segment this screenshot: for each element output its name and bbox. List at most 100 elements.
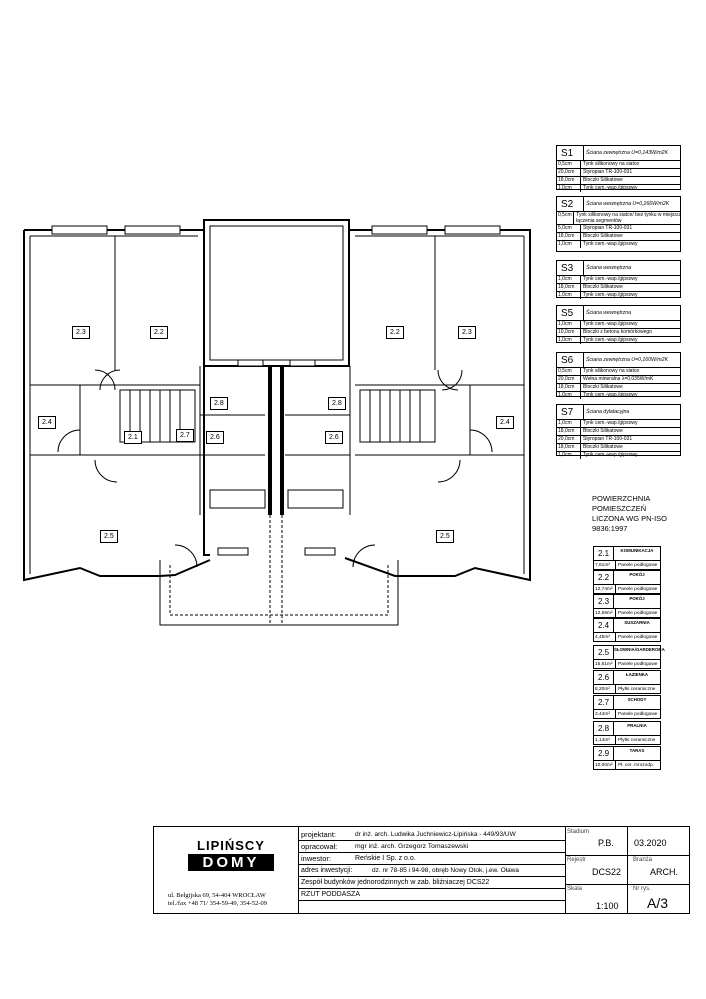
layer-material: Tynk cem.-wap./gipsowy: [583, 452, 638, 458]
room-area: 10,00m²: [594, 761, 616, 770]
wall-name: Ściana zewnętrzna U=0,160W/m2K: [583, 353, 680, 367]
projektant-label: projektant:: [301, 830, 337, 839]
company-address: ul. Bełgijska 69, 54-404 WROCŁAW tel./fa…: [168, 892, 267, 908]
layer-thickness: 20,0cm: [557, 376, 581, 383]
layer-thickness: 20,0cm: [557, 436, 581, 443]
room-area: 3,44m²: [594, 710, 616, 719]
layer-thickness: 1,0cm: [557, 337, 581, 344]
layer-thickness: 0,5cm: [557, 212, 575, 224]
room-num: 2.7: [594, 696, 614, 710]
room-num: 2.6: [594, 671, 614, 685]
layer-thickness: 18,0cm: [557, 284, 581, 291]
logo-line2: DOMY: [188, 854, 274, 871]
layer-material: Bloczki Silikatowe: [583, 384, 623, 390]
wall-name: Ściana dylatacyjna: [583, 405, 680, 419]
room-floor: Panele podłogowe: [618, 611, 658, 616]
layer-thickness: 18,0cm: [557, 233, 581, 240]
opracowal-label: opracował:: [301, 842, 338, 851]
room-name: SŁOWNIA/GARDEROBA: [614, 646, 665, 660]
room-area: 1,14m²: [594, 736, 616, 745]
wall-name: Ściana wewnętrzna: [583, 306, 680, 320]
room-name: TARAS: [614, 747, 660, 761]
address-line: tel./fax +48 71/ 354-59-49, 354-52-09: [168, 900, 267, 907]
room-name: POKÓJ: [614, 595, 660, 609]
room-name: KOMUNIKACJA: [614, 547, 660, 561]
layer-material: Tynk cem.-wap./gipsowy: [583, 321, 638, 327]
plan-room-label: 2.4: [496, 416, 514, 429]
nrrys-label: Nr rys.: [633, 886, 651, 892]
room-floor: Panele podłogowe: [618, 635, 658, 640]
room-num: 2.5: [594, 646, 614, 660]
room-floor: Płytki ceramiczne: [618, 738, 656, 743]
layer-material: Bloczki Silikatowe: [583, 284, 623, 290]
rejestr-label: Rejestr: [567, 857, 587, 863]
layer-material: Tynk cem.-wap./gipsowy: [583, 392, 638, 398]
nrrys-value: A/3: [647, 895, 669, 911]
plan-room-label: 2.4: [38, 416, 56, 429]
wall-code: S5: [561, 307, 574, 319]
layer-material: Tynk silikonowy na siatce: [583, 368, 640, 374]
layer-material: Wełna mineralna λ=0,035W/mK: [583, 376, 654, 382]
address-line: ul. Bełgijska 69, 54-404 WROCŁAW: [168, 892, 266, 899]
area-heading-line: POWIERZCHNIA: [592, 494, 651, 503]
plan-room-label: 2.1: [124, 431, 142, 444]
room-floor: Pł. cer. mrozodp.: [618, 763, 654, 768]
plan-room-label: 2.8: [210, 397, 228, 410]
stadium-value: P.B.: [598, 838, 614, 848]
layer-material: Tynk cem.-wap./gipsowy: [583, 337, 638, 343]
room-floor: Panele podłogowe: [618, 587, 658, 592]
layer-material: Bloczki Silikatowe: [583, 177, 623, 183]
layer-material: Styropian TR-100-031: [583, 169, 633, 175]
room-area: 15,61m²: [594, 660, 616, 669]
area-heading: POWIERZCHNIA POMIESZCZEŃ LICZONA WG PN-I…: [592, 494, 667, 534]
room-floor: Panele podłogowe: [618, 563, 658, 568]
layer-material: Bloczki Silikatowe: [583, 444, 623, 450]
room-floor: Płytki ceramiczne: [618, 687, 656, 692]
layer-thickness: 1,0cm: [557, 392, 581, 399]
company-logo: LIPIŃSCY DOMY: [188, 838, 274, 871]
area-heading-line: 9836:1997: [592, 524, 628, 533]
area-heading-line: POMIESZCZEŃ: [592, 504, 647, 513]
layer-material: Tynk cem.-wap./gipsowy: [583, 292, 638, 298]
room-num: 2.8: [594, 722, 614, 736]
plan-room-label: 2.3: [72, 326, 90, 339]
room-num: 2.3: [594, 595, 614, 609]
layer-thickness: 1,0cm: [557, 241, 581, 248]
area-heading-line: LICZONA WG PN-ISO: [592, 514, 668, 523]
plan-room-label: 2.5: [436, 530, 454, 543]
layer-material: Bloczki z betonu komórkowego: [583, 329, 652, 335]
layer-thickness: 1,0cm: [557, 276, 581, 283]
layer-material: Bloczki Silikatowe: [583, 233, 623, 239]
layer-material: Tynk silikonowy na siatce/ bez tynku w m…: [576, 212, 680, 224]
layer-material: Styropian TR-100-031: [583, 436, 633, 442]
logo-line1: LIPIŃSCY: [197, 838, 265, 853]
plan-room-label: 2.2: [150, 326, 168, 339]
layer-thickness: 1,0cm: [557, 292, 581, 299]
stadium-label: Stadium: [567, 829, 590, 835]
inwestor-value: Reńskie I Sp. z o.o.: [355, 855, 416, 862]
projektant-value: dr inż. arch. Ludwika Juchniewicz-Lipińs…: [355, 831, 516, 838]
layer-material: Tynk cem.-wap./gipsowy: [583, 420, 638, 426]
layer-thickness: 0,5cm: [557, 161, 581, 168]
layer-thickness: 10,0cm: [557, 329, 581, 336]
drawing-subtitle: RZUT PODDASZA: [301, 891, 360, 898]
room-area: 4,45m²: [594, 633, 616, 642]
wall-code: S7: [561, 406, 574, 418]
room-name: PRALNIA: [614, 722, 660, 736]
room-floor: Panele podłogowe: [618, 662, 658, 667]
layer-thickness: 18,0cm: [557, 428, 581, 435]
title-block: [153, 826, 690, 914]
skala-value: 1:100: [596, 901, 619, 911]
date-value: 03.2020: [634, 838, 667, 848]
rejestr-value: DCS22: [592, 867, 622, 877]
adres-label: adres inwestycji:: [301, 867, 353, 874]
